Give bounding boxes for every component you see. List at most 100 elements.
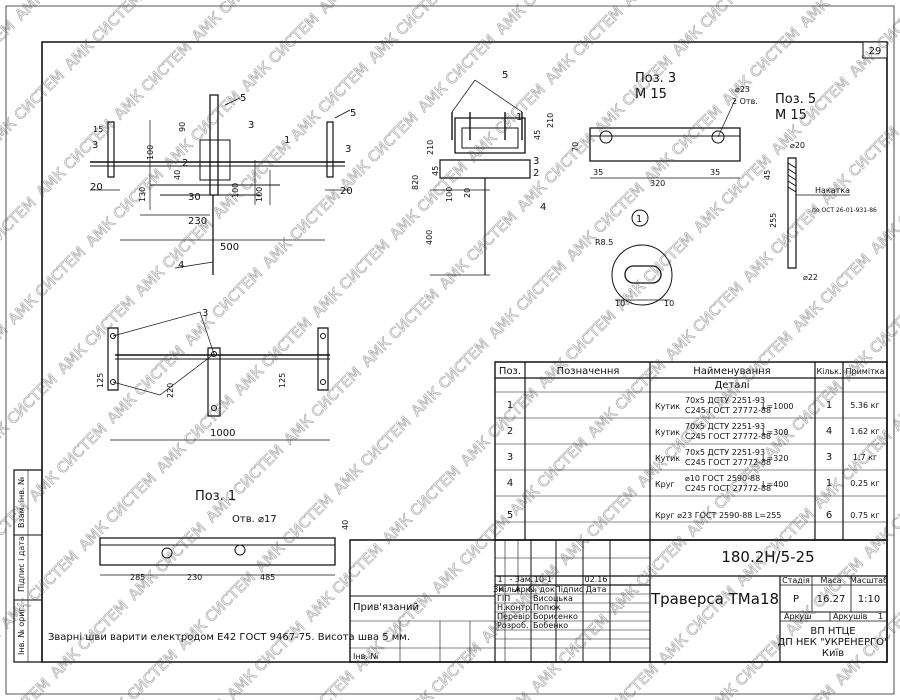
pos1-view [100, 538, 335, 575]
dim-front-100b: 100 [255, 187, 264, 202]
dim-side-45: 45 [431, 166, 440, 176]
pos5-weld: М 15 [775, 108, 807, 123]
dim-p1-485: 485 [260, 573, 275, 582]
spec-row-name1: 70х5 ДСТУ 2251-93 [685, 396, 765, 405]
spec-row-prefix: Кутик [655, 428, 680, 437]
side-stamp-repl-inv: Взам. інв. № [17, 476, 26, 528]
dim-p5-d22: ⌀22 [803, 273, 818, 282]
rev-header: № док. [529, 585, 558, 594]
spec-row-length: L=300 [762, 428, 788, 437]
spec-row-note: 0.25 кг [850, 479, 879, 488]
spec-row-length: L=320 [762, 454, 788, 463]
spec-row-name1: 70х5 ДСТУ 2251-93 [685, 422, 765, 431]
spec-row-name2: C245 ГОСТ 27772-88 [685, 458, 771, 467]
dim-front-100v: 100 [231, 183, 240, 198]
spec-row-qty: 3 [826, 452, 832, 463]
dim-side-820: 820 [411, 175, 420, 190]
leader-3d: 3 [533, 156, 539, 167]
sheet-number: 29 [869, 46, 882, 57]
leader-3e: 3 [202, 308, 208, 319]
scale-value: 1:10 [858, 594, 880, 605]
dim-front-20a: 20 [90, 182, 103, 193]
spec-row-prefix: Кутик [655, 454, 680, 463]
leader-5a: 5 [240, 93, 246, 104]
side-view [430, 80, 530, 275]
pos1-hole: Отв. ⌀17 [232, 514, 277, 525]
dim-p3-d23: ⌀23 [735, 85, 750, 94]
spec-row-note: 1.62 кг [850, 427, 879, 436]
doc-code: 180.2Н/5-25 [721, 548, 814, 566]
inner-frame [42, 42, 887, 662]
spec-row-note: 0.75 кг [850, 511, 879, 520]
dim-side-400: 400 [425, 230, 434, 245]
spec-row-name1: ⌀10 ГОСТ 2590-88 [685, 474, 760, 483]
spec-row-qty: 1 [826, 478, 832, 489]
spec-row-qty: 4 [826, 426, 832, 437]
p5-ost: по ОСТ 26-01-931-86 [812, 207, 877, 214]
leader-5c: 5 [502, 70, 508, 81]
dim-side-210: 210 [426, 140, 435, 155]
inv-number-label: Інв. № [353, 652, 379, 661]
spec-row-prefix: Кутик [655, 402, 680, 411]
dim-plan-1000: 1000 [210, 428, 235, 439]
side-stamp-inv-orig: Інв. № ориг. [17, 605, 26, 655]
dim-p1-40: 40 [341, 520, 350, 530]
dim-front-130: 130 [138, 187, 147, 202]
dim-p1-230: 230 [187, 573, 202, 582]
dim-slot-r85: R8.5 [595, 238, 613, 247]
pos3-label: Поз. 3 [635, 71, 676, 86]
rev-cell: Зам. [515, 575, 534, 584]
sheet-header: Аркуш [784, 612, 811, 621]
dim-plan-125b: 125 [278, 373, 287, 388]
spec-row-pos: 3 [507, 452, 513, 463]
leader-3b: 3 [92, 140, 98, 151]
role-name: Висоцька [533, 594, 573, 603]
rev-cell: 02.16 [585, 575, 608, 584]
leader-3a: 3 [248, 120, 254, 131]
spec-row-length: L=1000 [762, 402, 794, 411]
rev-header: Дата [586, 585, 607, 594]
role-title: Перевір. [497, 612, 533, 621]
spec-header-designation: Позначення [557, 366, 620, 377]
pos5-label: Поз. 5 [775, 92, 816, 107]
spec-row-pos: 1 [507, 400, 513, 411]
spec-row-note: 1.7 кг [853, 453, 877, 462]
rev-header: Підпис [555, 585, 584, 594]
mass-value: 16.27 [817, 594, 846, 605]
pos3-weld: М 15 [635, 87, 667, 102]
dim-front-15: 15 [93, 125, 103, 134]
dim-plan-125: 125 [96, 373, 105, 388]
dim-p3-2otv: 2 Отв. [732, 97, 758, 106]
leader-4b: 4 [540, 202, 546, 213]
leader-1b: 1 [516, 112, 522, 123]
spec-row-pos: 4 [507, 478, 513, 489]
spec-header-note: Примітка [846, 367, 885, 376]
drawing-title: Траверса ТМа18 [650, 590, 779, 608]
spec-row-name1: 70х5 ДСТУ 2251-93 [685, 448, 765, 457]
spec-header-name: Найменування [693, 366, 770, 377]
spec-row-pos: 5 [507, 510, 513, 521]
spec-row-length: L=400 [762, 480, 788, 489]
spec-section: Деталі [714, 379, 749, 391]
stage-header: Стадія [782, 576, 810, 585]
spec-row-name2: C245 ГОСТ 27772-88 [685, 432, 771, 441]
side-stamp-sign-date: Підпис і дата [17, 536, 26, 592]
leader-2a: 2 [182, 158, 188, 169]
plan-view [108, 312, 330, 440]
role-title: ГІП [497, 594, 510, 603]
scale-header: Масштаб [850, 576, 888, 585]
dim-side-45b: 45 [533, 130, 542, 140]
spec-header-qty: Кільк. [816, 367, 841, 376]
org-line-1: ВП НТЦЕ [810, 626, 855, 637]
dim-p3-320: 320 [650, 179, 665, 188]
dim-front-20b: 20 [340, 186, 353, 197]
dim-slot-10b: 10 [664, 299, 674, 308]
spec-row-qty: 1 [826, 400, 832, 411]
role-name: Борисенко [533, 612, 578, 621]
dim-front-40: 40 [173, 170, 182, 180]
dim-p5-255: 255 [769, 213, 778, 228]
spec-row-note: 5.36 кг [850, 401, 879, 410]
